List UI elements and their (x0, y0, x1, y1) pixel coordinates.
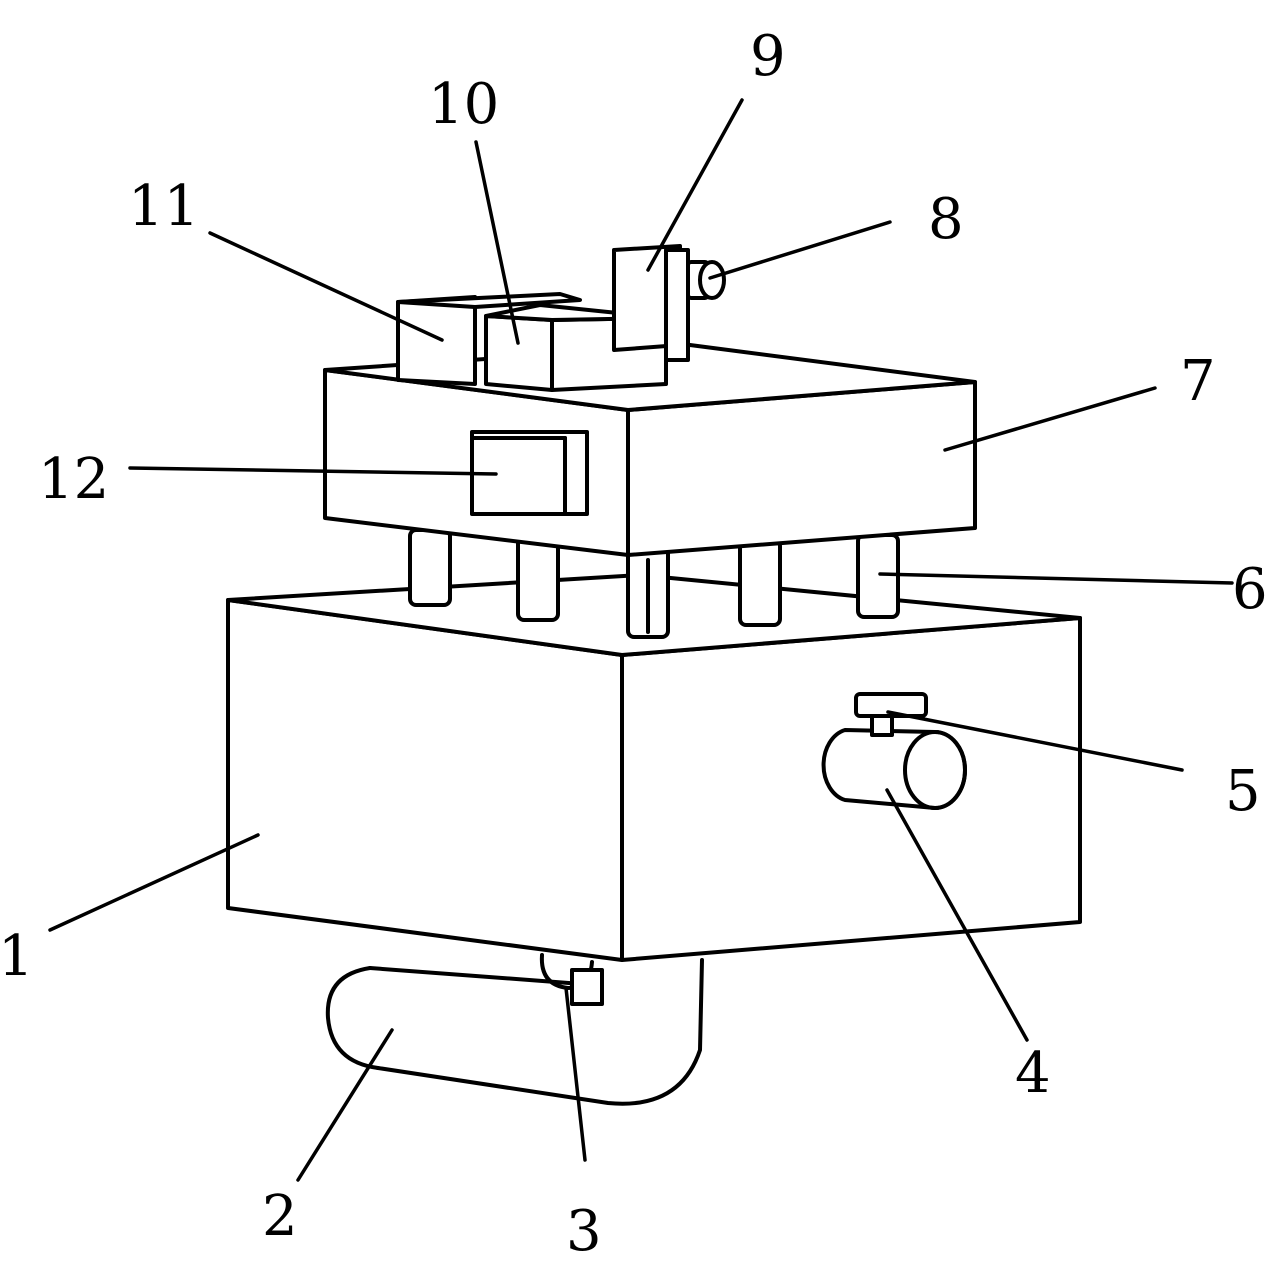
label-11: 11 (128, 174, 199, 239)
part-5-knob (854, 692, 928, 737)
label-2: 2 (262, 1184, 298, 1249)
label-8: 8 (928, 187, 964, 252)
part-3-valve (539, 953, 604, 1006)
part-2-hose (325, 958, 704, 1106)
label-6: 6 (1232, 557, 1268, 622)
part-11-module (396, 292, 582, 386)
label-12: 12 (38, 447, 109, 512)
label-1: 1 (0, 924, 34, 989)
label-3: 3 (566, 1199, 602, 1263)
label-4: 4 (1015, 1041, 1051, 1106)
label-7: 7 (1180, 349, 1216, 414)
part-4-side-pipe (821, 728, 967, 810)
part-9-bracket (612, 244, 690, 362)
label-5: 5 (1225, 759, 1261, 824)
leader-lines (48, 98, 1234, 1182)
part-8-screw (686, 260, 726, 300)
part-6-legs (408, 528, 900, 639)
label-10: 10 (428, 72, 499, 137)
label-9: 9 (750, 24, 786, 89)
